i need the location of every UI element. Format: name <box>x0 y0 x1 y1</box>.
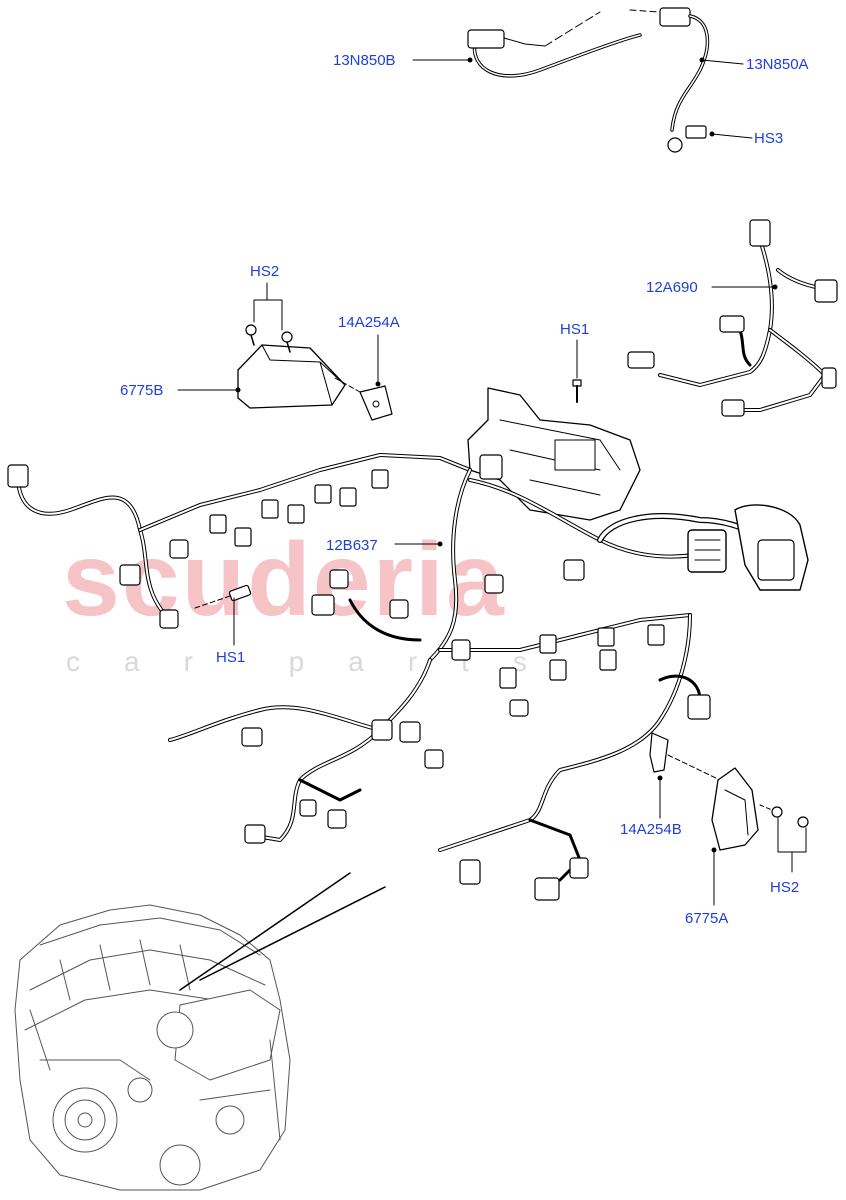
callout-13N850B: 13N850B <box>333 52 396 69</box>
callout-6775B: 6775B <box>120 382 164 399</box>
callout-14A254B: 14A254B <box>620 821 682 838</box>
callout-6775A: 6775A <box>685 910 729 927</box>
cover-6775B <box>237 344 346 409</box>
leader-lines <box>177 57 807 906</box>
callout-HS1-left: HS1 <box>216 649 246 666</box>
cover-6775A <box>711 767 759 851</box>
callout-HS1-top: HS1 <box>560 321 590 338</box>
callout-14A254A: 14A254A <box>338 314 400 331</box>
battery-cable-13N850B <box>467 11 642 78</box>
callout-HS2-bottom: HS2 <box>770 879 800 896</box>
bracket-14A254B <box>649 732 721 781</box>
intake-frame <box>467 387 641 521</box>
bolts-HS2-bottom <box>759 804 809 828</box>
engine-thumbnail <box>14 904 291 1191</box>
harness-12A690 <box>627 219 838 417</box>
callout-13N850A: 13N850A <box>746 56 809 73</box>
harness-12B637 <box>7 453 809 901</box>
callout-HS2-top: HS2 <box>250 263 280 280</box>
callout-HS3: HS3 <box>754 130 784 147</box>
callout-12B637: 12B637 <box>326 537 378 554</box>
battery-cable-13N850A <box>629 7 710 153</box>
bolt-HS1-top <box>572 379 582 403</box>
callout-12A690: 12A690 <box>646 279 698 296</box>
engine-pointer-lines <box>179 872 386 991</box>
watermark-subtitle: car parts <box>66 646 571 677</box>
bolts-HS2-top <box>245 324 293 353</box>
bracket-14A254A <box>334 377 393 421</box>
bolt-HS1-left <box>194 584 252 609</box>
